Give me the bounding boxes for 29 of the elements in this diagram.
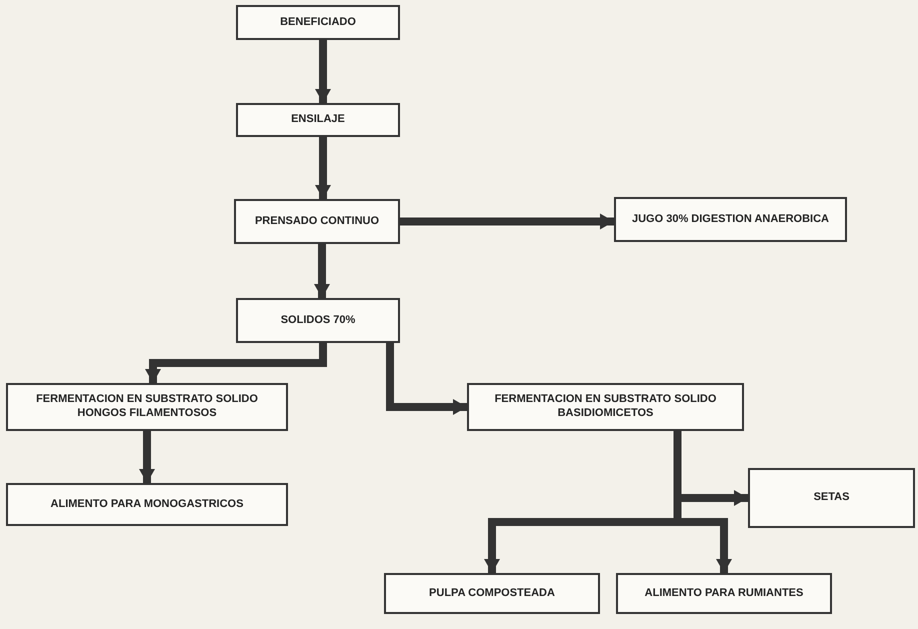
box-label: PRENSADO CONTINUO <box>254 214 380 228</box>
process-box <box>614 197 847 242</box>
box-label: FERMENTACION EN SUBSTRATO SOLIDO HONGOS FILAMENTOSOS <box>35 393 259 421</box>
process-box <box>6 383 288 431</box>
process-box <box>748 468 915 528</box>
box-label: ENSILAJE <box>291 113 345 127</box>
box-label: ALIMENTO PARA RUMIANTES <box>644 586 804 600</box>
box-label: JUGO 30% DIGESTION ANAEROBICA <box>632 212 829 226</box>
process-box <box>616 573 832 614</box>
arrow <box>139 431 155 483</box>
arrow <box>386 343 467 415</box>
process-box <box>236 103 400 137</box>
process-box <box>6 483 288 526</box>
arrow <box>315 137 331 199</box>
arrow <box>145 343 327 383</box>
arrow <box>400 214 614 230</box>
box-label: SETAS <box>814 491 850 505</box>
process-box <box>384 573 600 614</box>
arrow <box>315 40 331 103</box>
box-label: FERMENTACION EN SUBSTRATO SOLIDO BASIDIOMICETOS <box>494 393 718 421</box>
box-label: ALIMENTO PARA MONOGASTRICOS <box>50 498 244 512</box>
process-box <box>234 199 400 244</box>
process-box <box>236 5 400 40</box>
arrow <box>314 244 330 298</box>
box-label: SOLIDOS 70% <box>280 314 356 328</box>
process-box <box>467 383 744 431</box>
box-label: BENEFICIADO <box>280 16 356 30</box>
process-box <box>236 298 400 343</box>
box-label: PULPA COMPOSTEADA <box>429 586 555 600</box>
